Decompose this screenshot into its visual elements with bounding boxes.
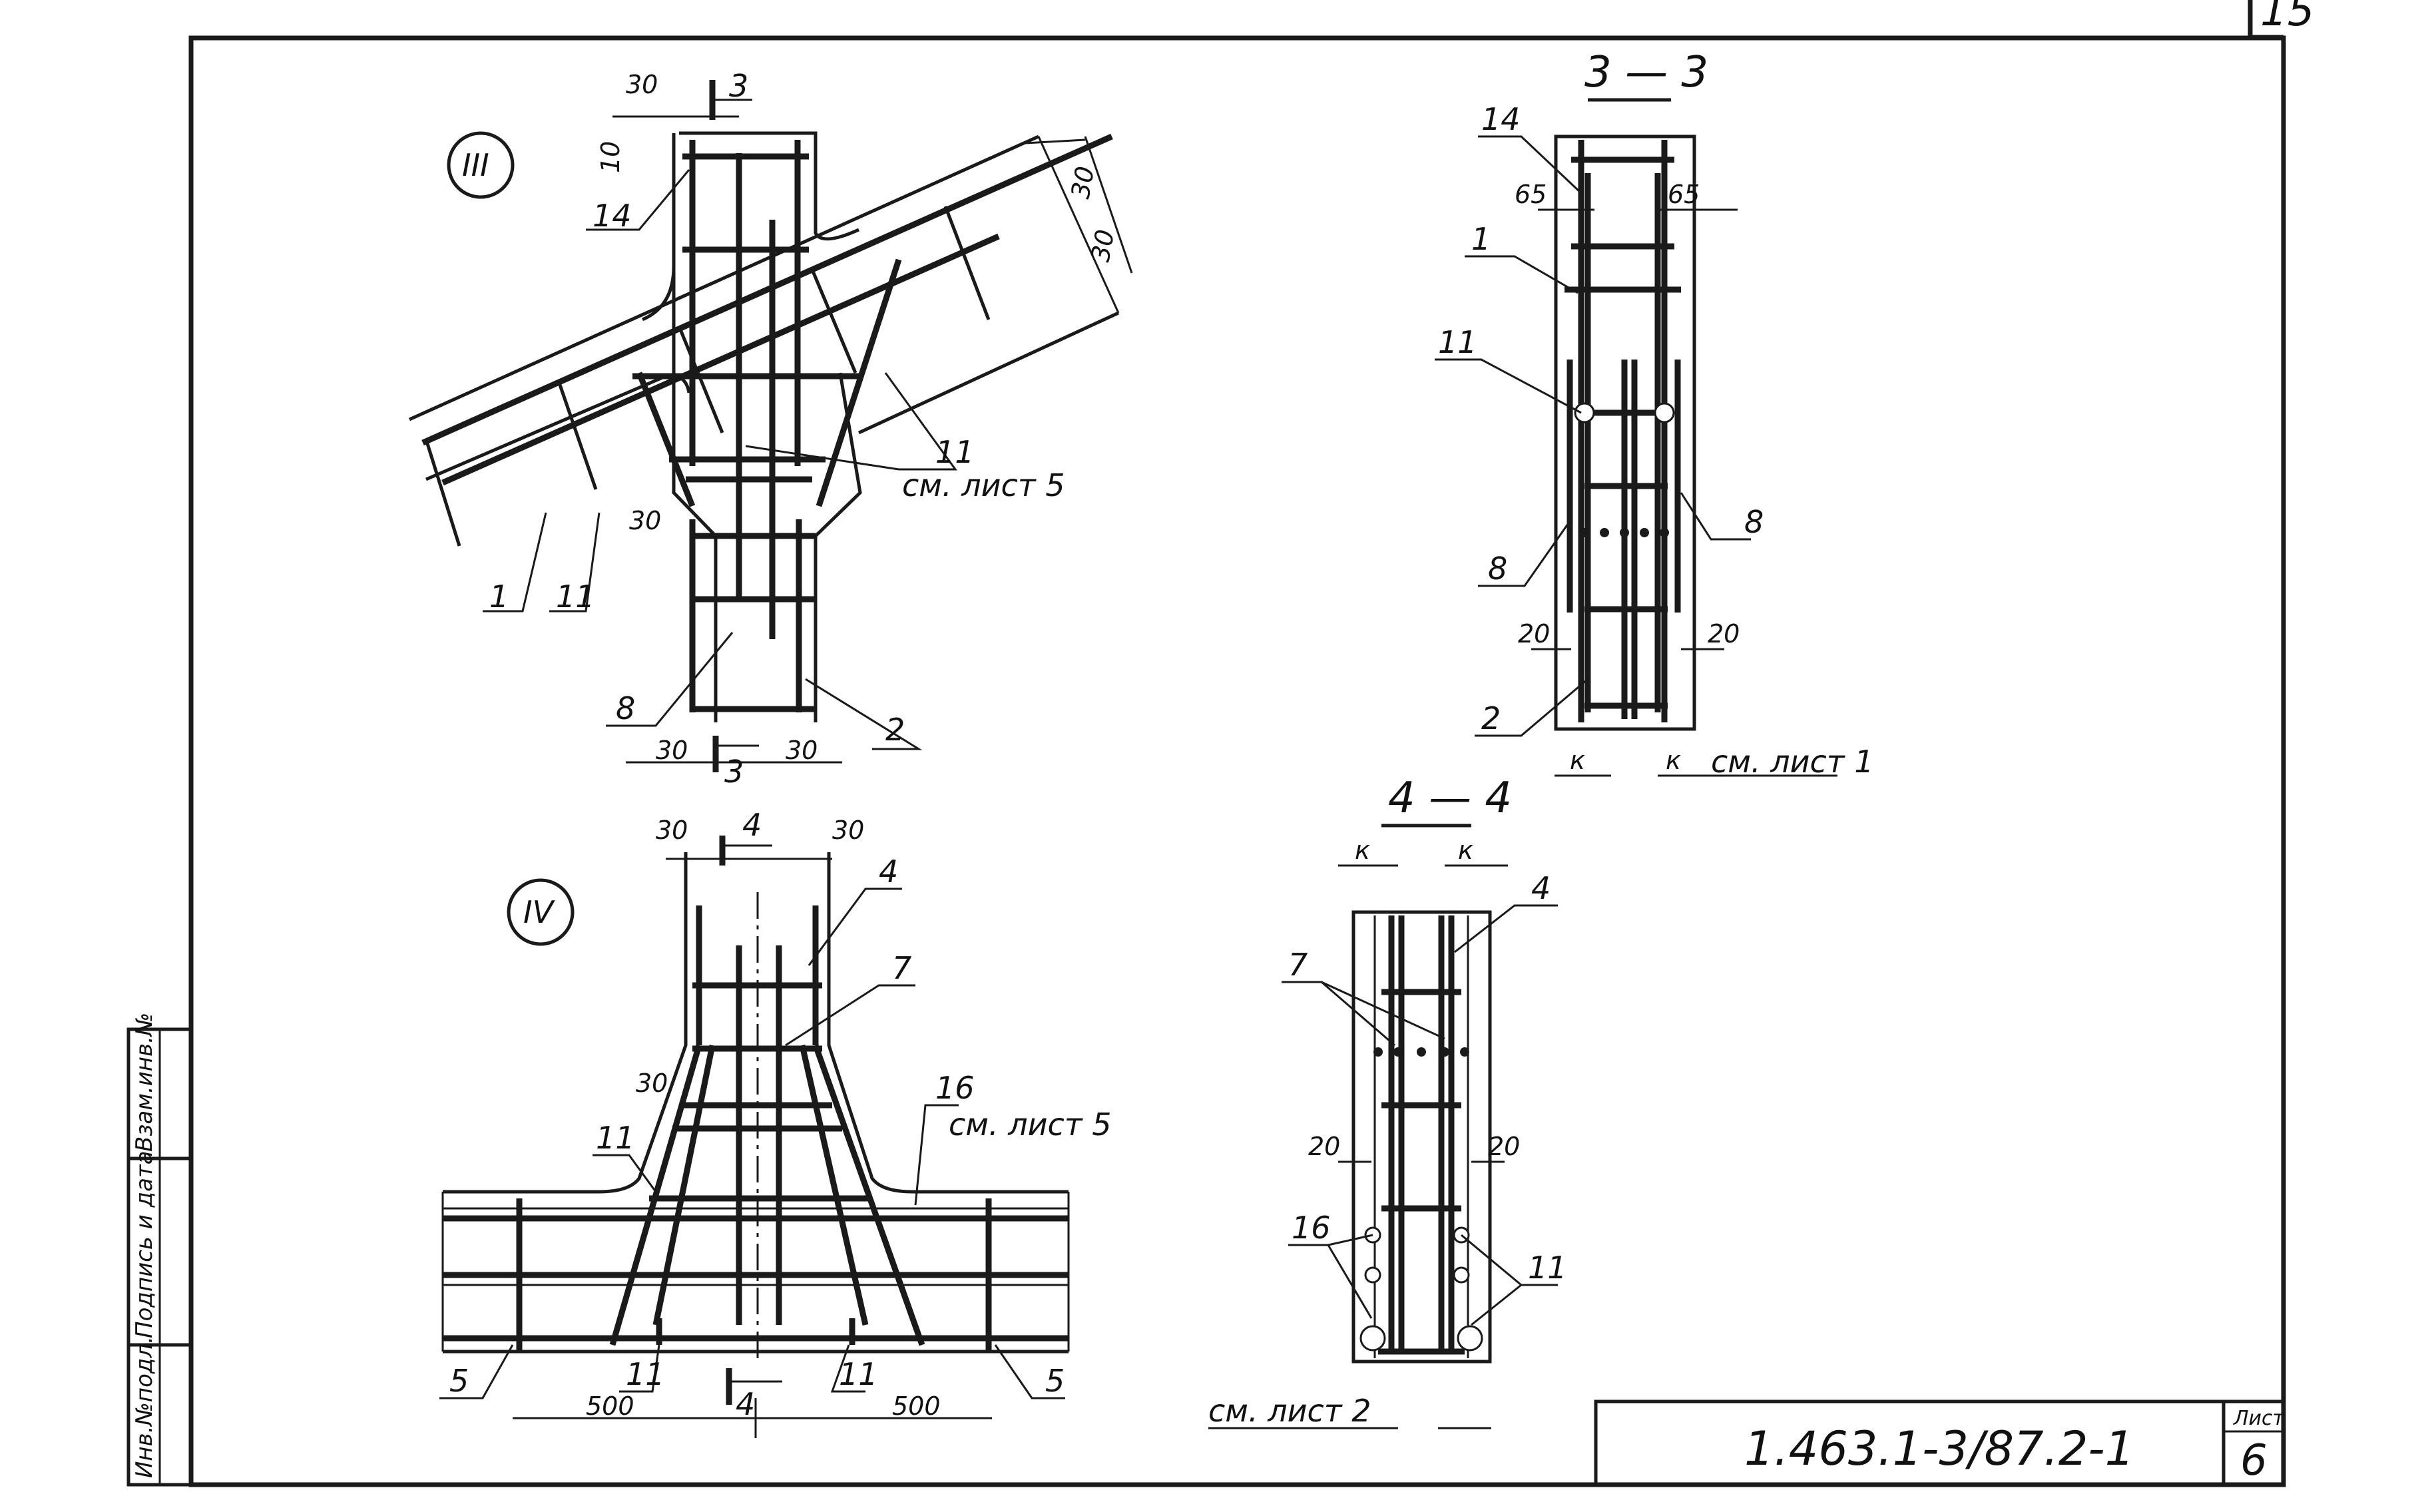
section-3-3-mark-8-right: 8	[1744, 504, 1764, 540]
node-iii-dim-10: 10	[596, 141, 625, 173]
node-iii-dim-brace-b: 30	[1086, 227, 1120, 264]
node-iii-dim-brace-a: 30	[1066, 164, 1100, 200]
node-iv-marker: IV	[523, 894, 556, 930]
node-iii-marker: III	[462, 147, 489, 183]
node-iv-view: IV	[439, 836, 1070, 1438]
sheet-frame	[126, 0, 2286, 1487]
node-iv-mark-11-br: 11	[839, 1356, 878, 1392]
section-4-4-dim-20-left: 20	[1308, 1132, 1340, 1161]
section-3-3-mark-11: 11	[1438, 324, 1477, 360]
node-iii-mark-1: 1	[489, 579, 509, 615]
node-iii-mark-14: 14	[593, 198, 632, 234]
stamp-podpis: Подпись и дата	[131, 1150, 158, 1338]
node-iii-dim-top: 30	[626, 70, 658, 99]
section-4-4-mark-16: 16	[1292, 1210, 1331, 1246]
node-iv-mark-7: 7	[892, 950, 911, 986]
section-4-4-mark-7: 7	[1288, 947, 1308, 983]
section-3-3-dim-65-right: 65	[1668, 180, 1700, 209]
section-4-4-title: 4 — 4	[1388, 774, 1512, 823]
node-iii-section-mark-bottom: 3	[724, 754, 744, 790]
node-iv-dim-500-left: 500	[586, 1391, 634, 1421]
stamp-inv-podl: Инв.№подл.	[131, 1336, 158, 1478]
section-4-4-reference: см. лист 2	[1208, 1393, 1371, 1429]
node-iii-reference: см. лист 5	[902, 467, 1065, 503]
stamp-vzam: Взам.инв.№	[131, 1013, 158, 1152]
section-4-4-mark-4: 4	[1531, 870, 1551, 906]
section-4-4-mark-11: 11	[1528, 1250, 1567, 1286]
node-iv-mark-5-right: 5	[1045, 1363, 1065, 1399]
node-iv-dim-500-right: 500	[892, 1391, 941, 1421]
drawing-code: 1.463.1-3/87.2-1	[1744, 1421, 2134, 1476]
page-number: 15	[2260, 0, 2314, 36]
node-iii-mark-8: 8	[616, 690, 635, 726]
node-iii-marker-circle	[447, 131, 515, 199]
node-iv-mark-4: 4	[879, 854, 898, 889]
section-3-3-dim-k-right: к	[1666, 746, 1681, 775]
node-iv-mark-11-top: 11	[596, 1120, 635, 1156]
section-3-3-dim-65-left: 65	[1515, 180, 1547, 209]
section-3-3-mark-2: 2	[1481, 700, 1501, 736]
node-iv-section-mark-bottom: 4	[736, 1386, 755, 1422]
section-3-3-dim-20-left: 20	[1518, 619, 1550, 648]
list-label: Лист	[2233, 1407, 2286, 1430]
node-iv-dim-30-left: 30	[656, 816, 688, 845]
section-3-3-reference: см. лист 1	[1711, 744, 1874, 780]
node-iv-section-mark-top: 4	[742, 807, 762, 843]
node-iv-dim-30-flare: 30	[636, 1069, 668, 1098]
list-number: 6	[2240, 1436, 2268, 1485]
node-iii-dim-bottom-left: 30	[656, 736, 688, 765]
node-iv-reference: см. лист 5	[949, 1107, 1112, 1142]
section-3-3-dim-20-right: 20	[1708, 619, 1740, 648]
node-iii-view: III	[408, 80, 1133, 772]
node-iii-mark-11-a: 11	[556, 579, 595, 615]
section-3-3-dim-k-left: к	[1570, 746, 1585, 775]
node-iv-mark-11-bl: 11	[626, 1356, 665, 1392]
section-4-4-dim-k-right: к	[1458, 836, 1473, 865]
section-3-3-mark-1: 1	[1471, 221, 1491, 257]
node-iii-mark-11-b: 11	[935, 434, 975, 470]
section-3-3-view	[1435, 98, 1837, 777]
node-iii-mark-2: 2	[885, 712, 905, 748]
node-iv-dim-30-right: 30	[832, 816, 864, 845]
section-3-3-mark-14: 14	[1481, 101, 1521, 137]
node-iv-marker-circle	[507, 878, 575, 946]
section-3-3-mark-8-left: 8	[1488, 551, 1507, 587]
node-iii-dim-30: 30	[629, 506, 661, 535]
node-iii-dim-bottom-right: 30	[786, 736, 818, 765]
section-3-3-title: 3 — 3	[1584, 48, 1708, 97]
node-iv-mark-5-left: 5	[449, 1363, 469, 1399]
node-iv-mark-16: 16	[935, 1070, 975, 1106]
section-4-4-view	[1208, 824, 1558, 1429]
section-4-4-dim-k-left: к	[1355, 836, 1370, 865]
section-4-4-dim-20-right: 20	[1488, 1132, 1520, 1161]
node-iii-section-mark-top: 3	[729, 68, 748, 104]
